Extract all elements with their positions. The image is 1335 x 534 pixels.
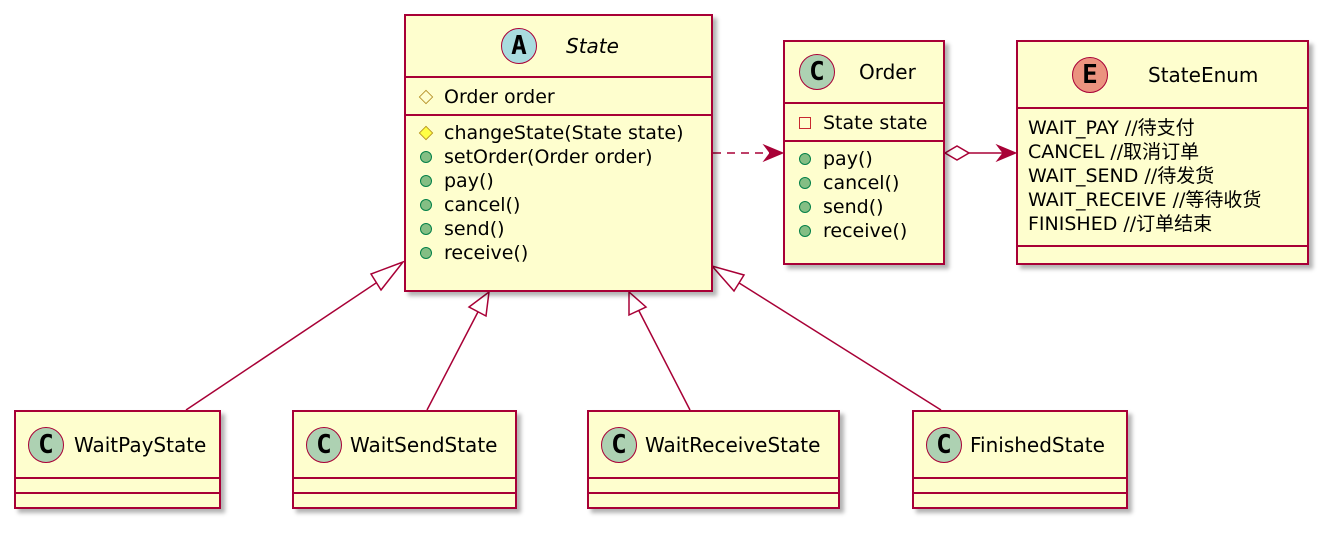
class-icon: C xyxy=(799,54,835,90)
protected-field-icon xyxy=(418,89,434,105)
class-icon: C xyxy=(926,426,962,463)
public-method-icon xyxy=(420,223,432,235)
field-row: State state xyxy=(785,111,943,135)
enum-value-row: CANCEL //取消订单 xyxy=(1028,141,1200,163)
class-name: WaitReceiveState xyxy=(645,432,821,457)
fields-section: Order order xyxy=(406,76,711,114)
dependency-state-to-order xyxy=(713,143,785,163)
public-method-icon xyxy=(420,199,432,211)
class-name: Order xyxy=(859,60,916,84)
enum-icon: E xyxy=(1072,56,1108,93)
enum-name: StateEnum xyxy=(1148,62,1259,87)
public-method-icon xyxy=(420,151,432,163)
method-row: send() xyxy=(785,195,943,219)
method-row: send() xyxy=(406,217,711,241)
method-row: cancel() xyxy=(785,171,943,195)
class-icon: C xyxy=(601,426,637,463)
generalization-waitsendstate-to-state xyxy=(426,290,490,411)
class-icon: C xyxy=(306,426,342,463)
class-icon: C xyxy=(28,426,64,463)
enum-value-row: WAIT_PAY //待支付 xyxy=(1028,117,1195,139)
generalization-finishedstate-to-state xyxy=(709,264,942,411)
method-row: receive() xyxy=(785,219,943,243)
public-method-icon xyxy=(799,201,811,213)
enum-values-section: WAIT_PAY //待支付 CANCEL //取消订单 WAIT_SEND /… xyxy=(1018,107,1307,245)
class-waitreceivestate[interactable]: C WaitReceiveState xyxy=(587,410,840,509)
enum-value-row: WAIT_RECEIVE //等待收货 xyxy=(1028,189,1262,211)
class-name: WaitSendState xyxy=(350,432,498,457)
generalization-waitpaystate-to-state xyxy=(185,260,406,411)
methods-section: pay() cancel() send() receive() xyxy=(785,140,943,243)
class-order[interactable]: C Order State state pay() cancel() send(… xyxy=(783,40,945,265)
protected-method-icon xyxy=(418,125,434,141)
public-method-icon xyxy=(420,175,432,187)
method-row: pay() xyxy=(785,147,943,171)
method-row: pay() xyxy=(406,169,711,193)
fields-section: State state xyxy=(785,102,943,140)
private-field-icon xyxy=(799,117,811,129)
aggregation-order-to-stateenum xyxy=(943,143,1018,163)
enum-stateenum[interactable]: E StateEnum WAIT_PAY //待支付 CANCEL //取消订单… xyxy=(1016,40,1309,265)
class-waitpaystate[interactable]: C WaitPayState xyxy=(14,410,221,509)
class-state[interactable]: A State Order order changeState(State st… xyxy=(404,14,713,292)
field-row: Order order xyxy=(406,85,711,109)
public-method-icon xyxy=(420,247,432,259)
class-finishedstate[interactable]: C FinishedState xyxy=(912,410,1128,509)
public-method-icon xyxy=(799,225,811,237)
abstract-class-icon: A xyxy=(501,28,537,64)
class-waitsendstate[interactable]: C WaitSendState xyxy=(292,410,517,509)
class-name: FinishedState xyxy=(970,432,1105,457)
class-name: State xyxy=(566,34,619,58)
public-method-icon xyxy=(799,153,811,165)
enum-value-row: WAIT_SEND //待发货 xyxy=(1028,165,1215,187)
generalization-waitreceivestate-to-state xyxy=(628,290,691,411)
method-row: setOrder(Order order) xyxy=(406,145,711,169)
class-name: WaitPayState xyxy=(74,432,207,457)
method-row: cancel() xyxy=(406,193,711,217)
method-row: receive() xyxy=(406,241,711,265)
method-row: changeState(State state) xyxy=(406,121,711,145)
public-method-icon xyxy=(799,177,811,189)
enum-value-row: FINISHED //订单结束 xyxy=(1028,213,1213,235)
methods-section: changeState(State state) setOrder(Order … xyxy=(406,114,711,265)
